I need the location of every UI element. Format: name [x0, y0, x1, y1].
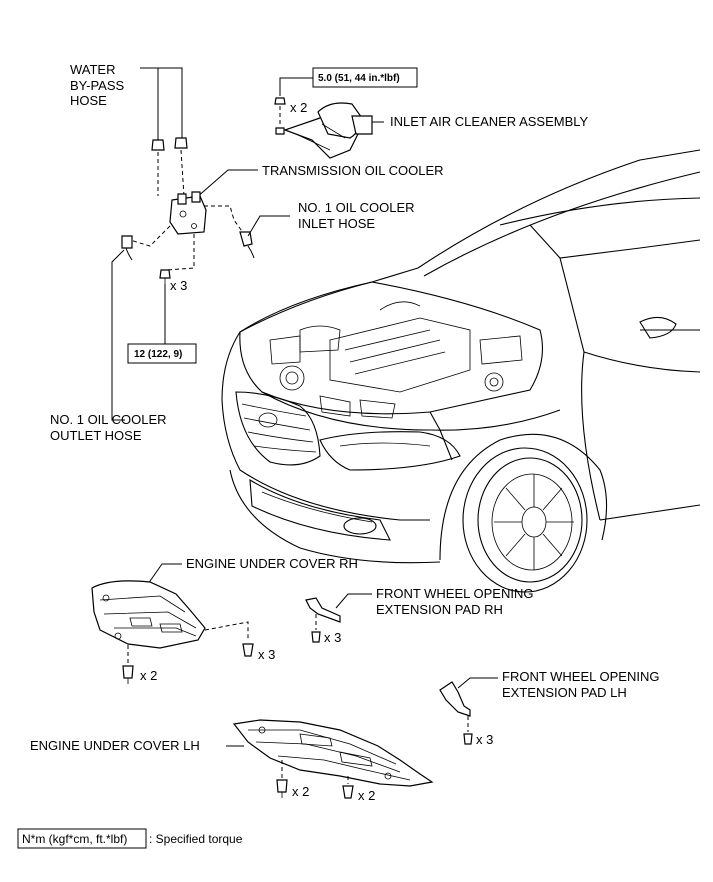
transmission-oil-cooler-label: TRANSMISSION OIL COOLER [262, 163, 444, 178]
front-wheel-pad-rh-label-line2: EXTENSION PAD RH [376, 602, 503, 617]
front-wheel-pad-lh-label-line2: EXTENSION PAD LH [502, 685, 627, 700]
qty-air-cleaner-bolts: x 2 [290, 100, 307, 115]
inlet-air-cleaner-group: 5.0 (51, 44 in.*lbf) x 2 INLET AIR CLEAN… [274, 67, 589, 159]
clip-icon [342, 785, 354, 799]
qty-oil-cooler-bolts: x 3 [170, 278, 187, 293]
inlet-hose-group: NO. 1 OIL COOLER INLET HOSE [239, 200, 415, 259]
torque-legend: N*m (kgf*cm, ft.*lbf) : Specified torque [17, 828, 243, 849]
qty-rh-cover-bolts: x 2 [140, 668, 157, 683]
vehicle-illustration [221, 149, 701, 593]
front-wheel-pad-lh-part [439, 681, 471, 717]
bolt-icon [159, 269, 171, 279]
front-wheel-pad-lh-label-line1: FRONT WHEEL OPENING [502, 669, 659, 684]
front-wheel-pad-rh-part [305, 597, 341, 623]
front-wheel-pad-rh-group: FRONT WHEEL OPENING EXTENSION PAD RH x 3 [305, 586, 533, 645]
screw-icon [311, 631, 321, 643]
qty-pad-lh-screws: x 3 [476, 732, 493, 747]
legend-symbol: N*m (kgf*cm, ft.*lbf) [22, 832, 127, 846]
hose-clamp-icon [151, 139, 165, 151]
engine-under-cover-lh-group: ENGINE UNDER COVER LH x 2 x 2 [30, 719, 434, 803]
legend-text: : Specified torque [149, 832, 243, 846]
front-wheel-pad-rh-label-line1: FRONT WHEEL OPENING [376, 586, 533, 601]
qty-lh-cover-clips: x 2 [358, 788, 375, 803]
water-bypass-hose-label-line1: WATER [70, 62, 116, 77]
bolt-icon [122, 665, 134, 679]
torque-oil-cooler: 12 (122, 9) [134, 349, 182, 360]
hose-clamp-icon [121, 235, 133, 249]
engine-under-cover-lh-label: ENGINE UNDER COVER LH [30, 738, 200, 753]
inlet-air-cleaner-label: INLET AIR CLEANER ASSEMBLY [390, 114, 589, 129]
engine-under-cover-lh-part [232, 719, 434, 787]
inlet-hose-label-line1: NO. 1 OIL COOLER [298, 200, 415, 215]
transmission-oil-cooler-group: TRANSMISSION OIL COOLER [129, 163, 444, 271]
qty-rh-cover-clips: x 3 [258, 647, 275, 662]
bolt-icon [276, 779, 288, 793]
inlet-hose-label-line2: INLET HOSE [298, 216, 375, 231]
qty-pad-rh-screws: x 3 [324, 630, 341, 645]
hose-clamp-icon [239, 231, 253, 247]
torque-box-oil-cooler [127, 343, 197, 364]
engine-under-cover-rh-label: ENGINE UNDER COVER RH [186, 556, 358, 571]
oil-cooler-bolts-group: x 3 12 (122, 9) [127, 269, 197, 364]
outlet-hose-label-line1: NO. 1 OIL COOLER [50, 412, 167, 427]
legend-symbol-box [17, 828, 147, 849]
clip-icon [242, 643, 254, 657]
outlet-hose-group: NO. 1 OIL COOLER OUTLET HOSE [50, 235, 167, 443]
hose-clamp-icon [174, 137, 188, 149]
qty-lh-cover-bolts: x 2 [292, 784, 309, 799]
front-wheel-pad-lh-group: FRONT WHEEL OPENING EXTENSION PAD LH x 3 [439, 669, 659, 747]
water-bypass-hose-label-line2: BY-PASS [70, 78, 125, 93]
engine-under-cover-rh-part [91, 580, 206, 649]
torque-air-cleaner: 5.0 (51, 44 in.*lbf) [318, 73, 400, 84]
screw-icon [463, 733, 473, 745]
bolt-icon [275, 127, 285, 135]
engine-under-cover-rh-group: ENGINE UNDER COVER RH x 3 x 2 [91, 556, 358, 684]
outlet-hose-label-line2: OUTLET HOSE [50, 428, 142, 443]
water-bypass-hose-label-line3: HOSE [70, 93, 107, 108]
water-bypass-hose-group: WATER BY-PASS HOSE [70, 62, 188, 197]
bolt-icon [274, 97, 286, 105]
